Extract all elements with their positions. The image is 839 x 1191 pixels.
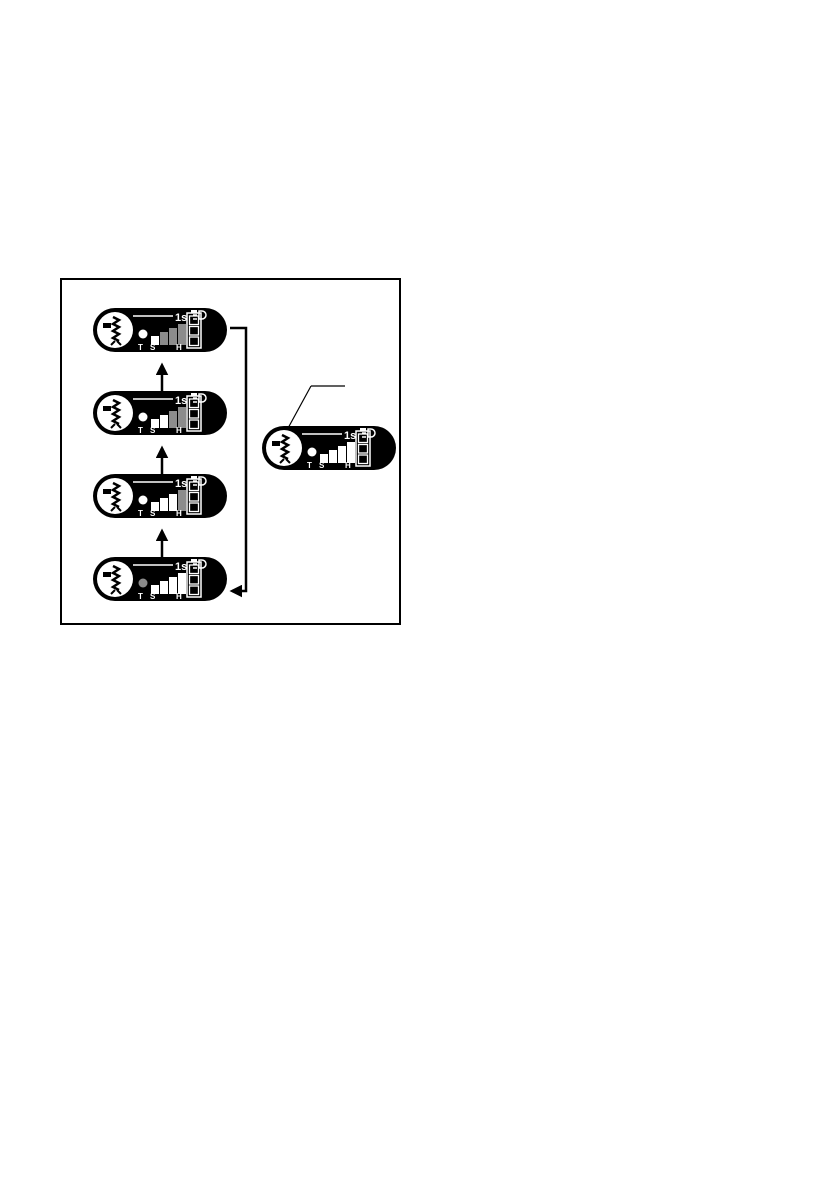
timer-label: 1s <box>175 312 187 324</box>
level-bar-2 <box>160 415 168 428</box>
level-bar-4 <box>347 442 355 463</box>
level-bar-2 <box>160 581 168 594</box>
drill-mode-icon[interactable] <box>97 561 133 597</box>
mode-label-t: T <box>138 343 143 352</box>
mode-label-h: H <box>345 461 351 470</box>
timer-label: 1s <box>175 395 187 407</box>
drill-mode-icon[interactable] <box>97 312 133 348</box>
mode-label-t: T <box>307 461 312 470</box>
mode-indicator-dot <box>308 448 317 457</box>
mode-label-t: T <box>138 592 143 601</box>
return-bracket-arrow <box>230 328 246 591</box>
level-bar-4 <box>178 490 186 511</box>
mode-indicator-dot <box>139 496 148 505</box>
timer-label: 1s <box>175 561 187 573</box>
drill-mode-icon[interactable] <box>97 478 133 514</box>
timer-label: 1s <box>344 430 356 442</box>
timer-label: 1s <box>175 478 187 490</box>
mode-label-h: H <box>176 592 182 601</box>
level-bar-2 <box>329 450 337 463</box>
mode-label-s: S <box>150 426 156 435</box>
level-bar-4 <box>178 573 186 594</box>
mode-label-h: H <box>176 426 182 435</box>
mode-indicator-dot <box>139 413 148 422</box>
drill-mode-icon[interactable] <box>266 430 302 466</box>
mode-indicator-dot <box>139 330 148 339</box>
leader-line <box>287 386 311 430</box>
mode-label-h: H <box>176 343 182 352</box>
mode-label-t: T <box>138 509 143 518</box>
mode-label-h: H <box>176 509 182 518</box>
mode-label-s: S <box>150 592 156 601</box>
drill-mode-icon[interactable] <box>97 395 133 431</box>
level-bar-2 <box>160 332 168 345</box>
mode-label-s: S <box>150 343 156 352</box>
level-bar-2 <box>160 498 168 511</box>
mode-label-s: S <box>150 509 156 518</box>
level-bar-4 <box>178 407 186 428</box>
mode-label-t: T <box>138 426 143 435</box>
level-bar-4 <box>178 324 186 345</box>
mode-indicator-dot <box>139 579 148 588</box>
mode-label-s: S <box>319 461 325 470</box>
